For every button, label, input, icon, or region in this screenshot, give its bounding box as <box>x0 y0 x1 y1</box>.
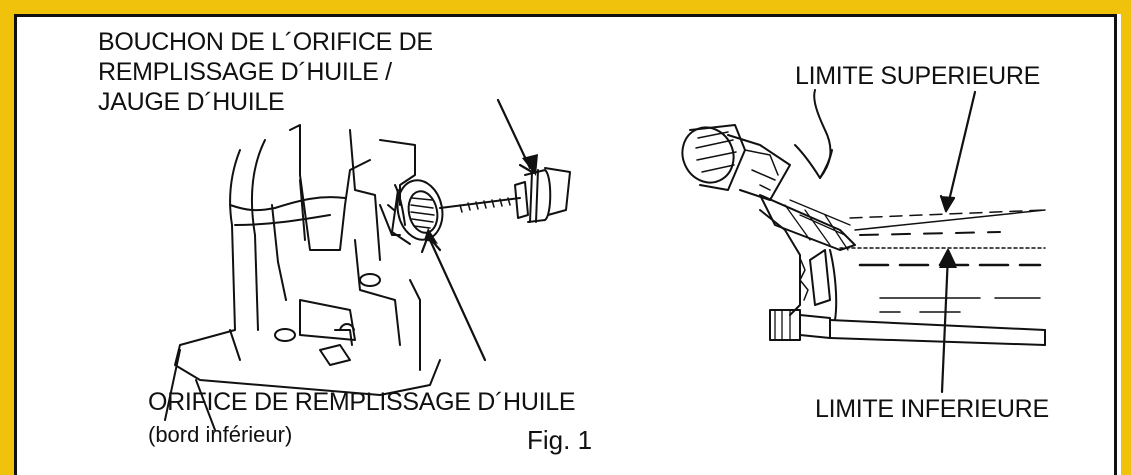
cap-label-line1: BOUCHON DE L´ORIFICE DE <box>98 28 433 56</box>
frame-right-border <box>1121 14 1131 475</box>
engine-block-drawing <box>164 124 441 431</box>
cap-label-line2: REMPLISSAGE D´HUILE / <box>98 58 392 86</box>
filler-orifice-sublabel: (bord inférieur) <box>148 422 293 447</box>
crankcase-cutaway-drawing <box>681 89 1046 346</box>
frame-top-border <box>14 0 1131 14</box>
dipstick-drawing <box>439 167 571 223</box>
upper-limit-label: LIMITE SUPERIEURE <box>795 62 1040 90</box>
leader-arrows <box>420 90 977 394</box>
figure-caption: Fig. 1 <box>527 425 593 455</box>
figure-box <box>14 14 1117 475</box>
frame-left-border <box>0 0 14 475</box>
lower-limit-label: LIMITE INFERIEURE <box>815 395 1049 423</box>
filler-orifice-label: ORIFICE DE REMPLISSAGE D´HUILE <box>148 388 576 416</box>
cap-label-line3: JAUGE D´HUILE <box>98 88 285 116</box>
